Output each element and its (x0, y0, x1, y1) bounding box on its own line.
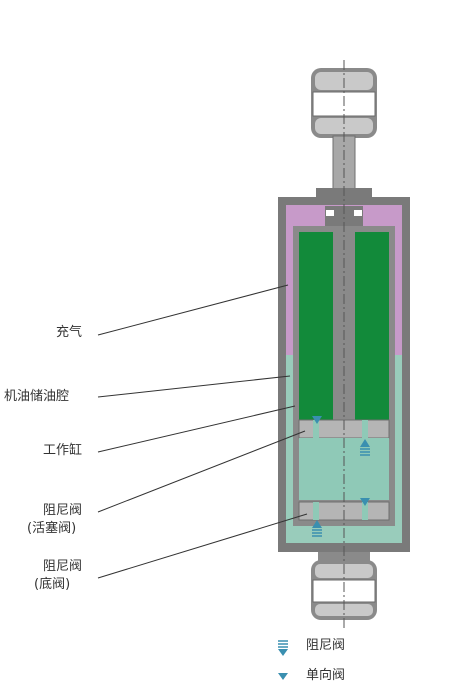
piston-damping-valve-icon (312, 416, 370, 456)
label-base-valve-line2: (底阀) (34, 577, 71, 592)
label-base-valve-line1: 阻尼阀 (43, 559, 83, 574)
legend-check-valve-icon (278, 673, 288, 680)
base-check-valve-icon (312, 498, 370, 537)
label-gas-charge: 充气 (56, 325, 83, 340)
legend-damping-valve-label: 阻尼阀 (306, 638, 346, 653)
legend-damping-valve-icon (278, 640, 288, 656)
rebound-chamber-left (299, 232, 333, 420)
rebound-chamber-right (355, 232, 389, 420)
label-piston-valve-line2: (活塞阀) (27, 521, 77, 536)
label-oil-reservoir: 机油储油腔 (4, 389, 70, 404)
leader-lines (97, 284, 308, 579)
label-working-cylinder: 工作缸 (43, 443, 83, 458)
label-piston-valve-line1: 阻尼阀 (43, 503, 83, 518)
legend-check-valve-label: 单向阀 (306, 668, 346, 683)
